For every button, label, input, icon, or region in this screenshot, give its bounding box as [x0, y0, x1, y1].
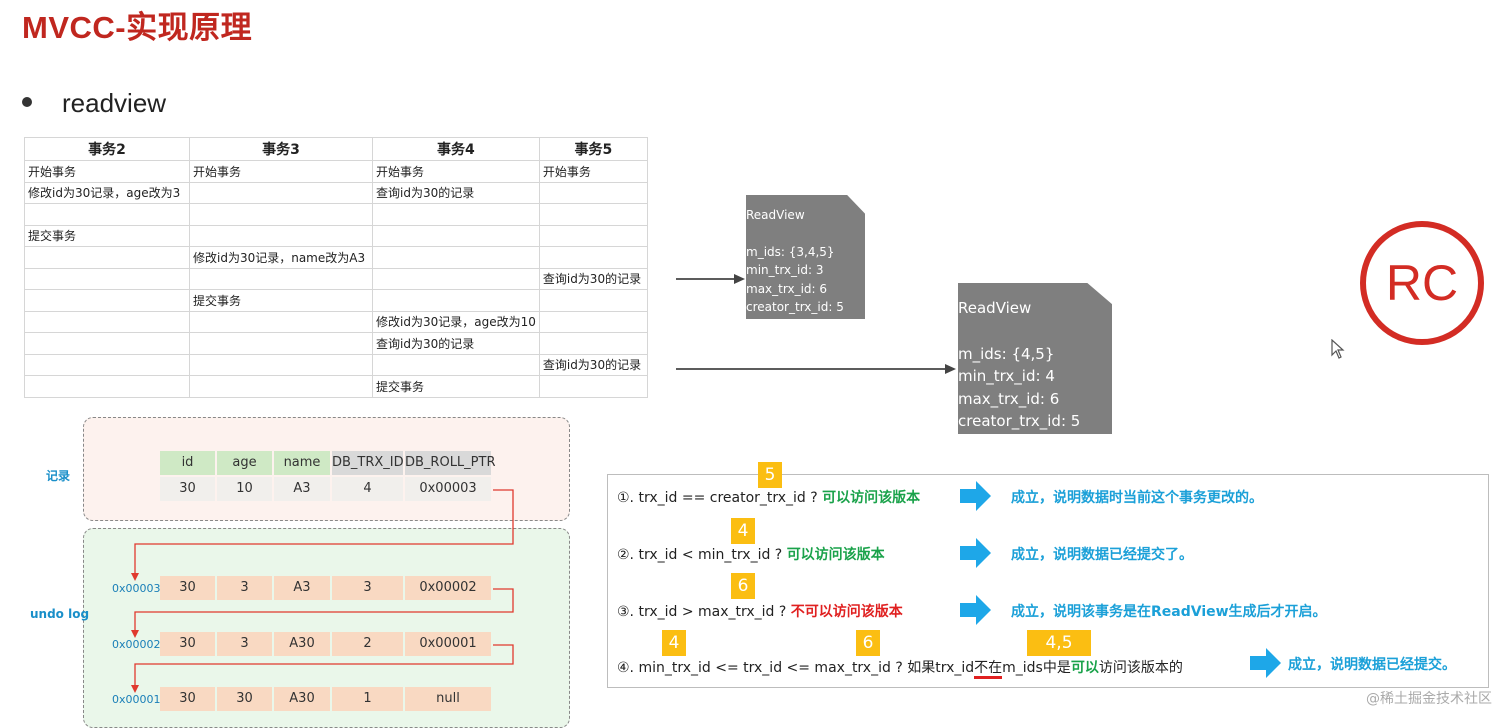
undo-value-cell: A30 — [274, 632, 330, 656]
table-cell: 提交事务 — [372, 375, 540, 398]
page-title: MVCC-实现原理 — [22, 10, 253, 45]
undo-value-cell: A30 — [274, 687, 330, 711]
undo-value-cell: 3 — [332, 576, 403, 600]
arrow-head-icon — [131, 685, 139, 693]
table-cell: 查询id为30的记录 — [372, 181, 540, 204]
record-value-cell: 0x00003 — [405, 477, 491, 501]
table-cell: 修改id为30记录，name改为A3 — [189, 246, 373, 269]
undo-value-cell: 0x00001 — [405, 632, 491, 656]
rule-4: ④. min_trx_id <= trx_id <= max_trx_id ? … — [617, 657, 1183, 679]
mouse-cursor-icon — [1331, 338, 1345, 364]
undo-chain-arrows — [131, 489, 514, 693]
bullet-readview: readview — [22, 88, 166, 119]
watermark: @稀土掘金技术社区 — [1366, 691, 1492, 707]
undo-address: 0x00003 — [112, 582, 161, 595]
table-row: 查询id为30的记录 — [24, 267, 648, 290]
arrow-right-icon — [960, 538, 991, 568]
table-header-row: 事务2 事务3 事务4 事务5 — [24, 137, 648, 161]
table-cell — [189, 375, 373, 398]
undo-address: 0x00002 — [112, 638, 161, 651]
readview-line: min_trx_id: 4 — [958, 367, 1055, 385]
table-header: 事务5 — [538, 137, 648, 161]
bullet-dot-icon — [22, 97, 32, 108]
undo-value-cell: 30 — [160, 687, 215, 711]
not-in-text: 不在 — [974, 660, 1003, 679]
table-cell: 开始事务 — [189, 160, 373, 183]
undo-log-label: undo log — [30, 607, 90, 621]
transaction-table: 事务2 事务3 事务4 事务5 开始事务开始事务开始事务开始事务修改id为30记… — [24, 137, 648, 398]
undo-value-cell: 30 — [217, 687, 272, 711]
record-header-cell: DB_ROLL_PTR — [405, 451, 496, 475]
rule-result-2: 成立，说明数据已经提交了。 — [1011, 547, 1193, 563]
chain-arrow — [134, 644, 514, 687]
table-cell: 修改id为30记录，age改为3 — [24, 181, 190, 204]
readview-title: ReadView — [958, 299, 1032, 317]
record-label: 记录 — [46, 469, 71, 483]
readview-arrows — [676, 274, 956, 374]
table-header: 事务4 — [372, 137, 540, 161]
undo-value-cell: A3 — [274, 576, 330, 600]
readview-line: creator_trx_id: 5 — [958, 412, 1081, 430]
undo-value-cell: null — [405, 687, 491, 711]
table-row: 查询id为30的记录 — [24, 353, 648, 376]
rule-result-1: 成立，说明数据时当前这个事务更改的。 — [1011, 490, 1263, 506]
readview-box-1: ReadView m_ids: {3,4,5} min_trx_id: 3 ma… — [746, 195, 865, 319]
record-header-cell: id — [160, 451, 215, 475]
record-value-cell: 4 — [332, 477, 403, 501]
rc-circle-badge: RC — [1360, 221, 1484, 345]
readview-line: max_trx_id: 6 — [958, 389, 1060, 408]
undo-value-cell: 1 — [332, 687, 403, 711]
table-cell: 开始事务 — [372, 160, 540, 183]
record-value-cell: 10 — [217, 477, 272, 501]
table-cell — [538, 375, 648, 398]
arrow-head-icon — [945, 364, 956, 374]
table-row: 开始事务开始事务开始事务开始事务 — [24, 160, 648, 183]
arrow-head-icon — [131, 630, 139, 638]
table-header: 事务3 — [189, 137, 373, 161]
readview-line: min_trx_id: 3 — [746, 263, 824, 277]
rule-1: ①. trx_id == creator_trx_id ? 可以访问该版本 — [617, 490, 921, 506]
chain-arrow — [134, 588, 514, 632]
undo-value-cell: 30 — [160, 576, 215, 600]
badge-value: 4,5 — [1027, 630, 1091, 656]
arrow-right-icon — [960, 481, 991, 511]
arrow-right-icon — [960, 595, 991, 625]
badge-value: 6 — [856, 630, 880, 656]
table-row: 提交事务 — [24, 289, 648, 312]
table-row: 修改id为30记录，name改为A3 — [24, 246, 648, 269]
table-header: 事务2 — [24, 137, 190, 161]
table-row: 提交事务 — [24, 224, 648, 247]
readview-line: creator_trx_id: 5 — [746, 300, 844, 314]
record-header-cell: name — [274, 451, 330, 475]
record-value-cell: 30 — [160, 477, 215, 501]
badge-value: 4 — [731, 518, 755, 544]
undo-value-cell: 0x00002 — [405, 576, 491, 600]
readview-box-2: ReadView m_ids: {4,5} min_trx_id: 4 max_… — [958, 283, 1112, 434]
readview-line: m_ids: {3,4,5} — [746, 244, 835, 259]
rule-3: ③. trx_id > max_trx_id ? 不可以访问该版本 — [617, 604, 903, 620]
arrow-right-icon — [1250, 648, 1281, 678]
arrow-head-icon — [734, 274, 745, 284]
badge-value: 4 — [662, 630, 686, 656]
table-row: 提交事务 — [24, 375, 648, 398]
rule-result-3: 成立，说明该事务是在ReadView生成后才开启。 — [1011, 604, 1327, 620]
undo-value-cell: 3 — [217, 632, 272, 656]
chain-arrow — [134, 489, 514, 575]
undo-value-cell: 2 — [332, 632, 403, 656]
record-header-cell: DB_TRX_ID — [332, 451, 404, 475]
record-value-cell: A3 — [274, 477, 330, 501]
readview-line: max_trx_id: 6 — [746, 281, 828, 296]
record-header-cell: age — [217, 451, 272, 475]
readview-line: m_ids: {4,5} — [958, 344, 1055, 363]
rule-result-4: 成立，说明数据已经提交。 — [1288, 657, 1456, 673]
undo-value-cell: 30 — [160, 632, 215, 656]
rule-2: ②. trx_id < min_trx_id ? 可以访问该版本 — [617, 547, 885, 563]
arrow-head-icon — [131, 573, 139, 581]
undo-address: 0x00001 — [112, 693, 161, 706]
badge-value: 6 — [731, 573, 755, 599]
readview-title: ReadView — [746, 208, 805, 222]
badge-value: 5 — [758, 462, 782, 488]
undo-value-cell: 3 — [217, 576, 272, 600]
table-row: 修改id为30记录，age改为3 查询id为30的记录 — [24, 181, 648, 204]
